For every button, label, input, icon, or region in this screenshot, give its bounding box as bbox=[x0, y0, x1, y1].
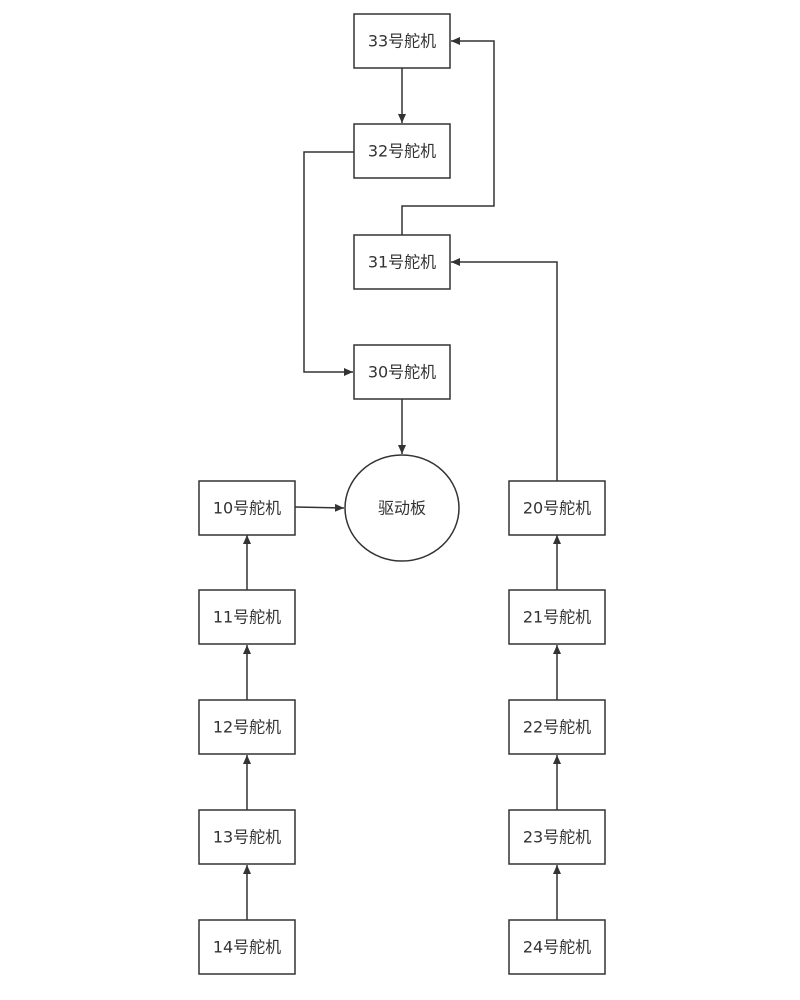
node-servo-10[interactable]: 10号舵机 bbox=[198, 480, 296, 536]
node-servo-31[interactable]: 31号舵机 bbox=[353, 234, 451, 290]
node-servo-13[interactable]: 13号舵机 bbox=[198, 809, 296, 865]
node-label: 23号舵机 bbox=[523, 828, 591, 847]
node-label: 32号舵机 bbox=[368, 142, 436, 161]
node-label: 20号舵机 bbox=[523, 499, 591, 518]
node-servo-21[interactable]: 21号舵机 bbox=[508, 589, 606, 645]
node-label: 22号舵机 bbox=[523, 718, 591, 737]
edge-31-to-33 bbox=[401, 37, 495, 235]
node-label: 33号舵机 bbox=[368, 32, 436, 51]
node-servo-12[interactable]: 12号舵机 bbox=[198, 699, 296, 755]
node-servo-11[interactable]: 11号舵机 bbox=[198, 589, 296, 645]
edge-10-to-board bbox=[294, 503, 345, 512]
node-servo-22[interactable]: 22号舵机 bbox=[508, 699, 606, 755]
node-servo-30[interactable]: 30号舵机 bbox=[353, 344, 451, 400]
node-label: 14号舵机 bbox=[213, 938, 281, 957]
node-label: 31号舵机 bbox=[368, 253, 436, 272]
node-label: 21号舵机 bbox=[523, 608, 591, 627]
node-servo-24[interactable]: 24号舵机 bbox=[508, 919, 606, 975]
node-label: 11号舵机 bbox=[213, 608, 281, 627]
node-servo-23[interactable]: 23号舵机 bbox=[508, 809, 606, 865]
node-servo-33[interactable]: 33号舵机 bbox=[353, 13, 451, 69]
node-label: 24号舵机 bbox=[523, 938, 591, 957]
node-label: 12号舵机 bbox=[213, 718, 281, 737]
node-label: 30号舵机 bbox=[368, 363, 436, 382]
node-label: 10号舵机 bbox=[213, 499, 281, 518]
node-servo-14[interactable]: 14号舵机 bbox=[198, 919, 296, 975]
node-driver-board[interactable]: 驱动板 bbox=[344, 454, 460, 562]
edges bbox=[243, 37, 561, 920]
edge-32-to-30 bbox=[303, 151, 354, 376]
node-label: 驱动板 bbox=[378, 499, 426, 518]
node-servo-32[interactable]: 32号舵机 bbox=[353, 123, 451, 179]
node-label: 13号舵机 bbox=[213, 828, 281, 847]
edge-20-to-31 bbox=[451, 258, 558, 481]
node-servo-20[interactable]: 20号舵机 bbox=[508, 480, 606, 536]
